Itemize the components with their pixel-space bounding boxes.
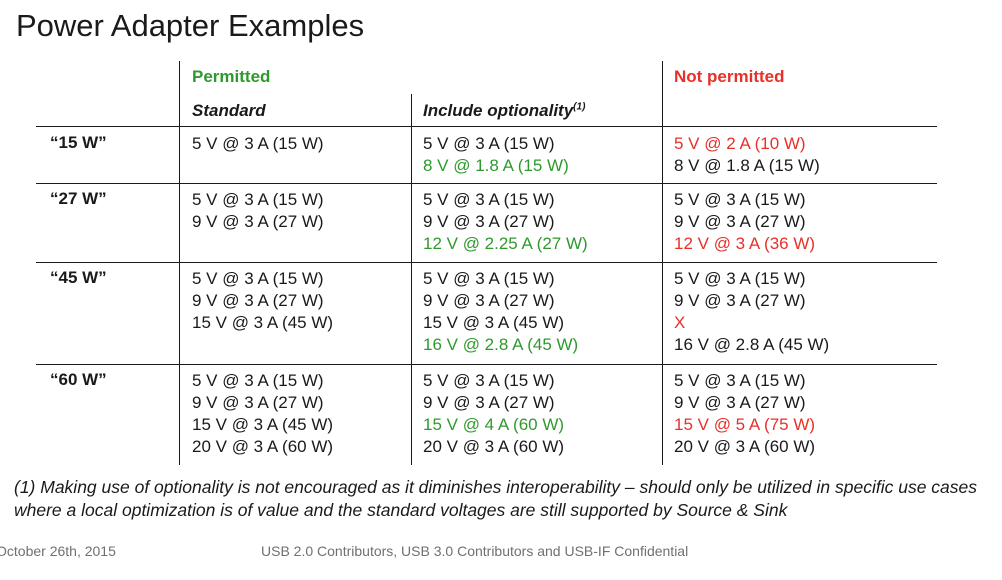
voltage-entry: 5 V @ 3 A (15 W) (192, 190, 324, 209)
optional-cell: 5 V @ 3 A (15 W) 8 V @ 1.8 A (15 W) (423, 133, 653, 177)
voltage-entry: 9 V @ 3 A (27 W) (192, 393, 324, 412)
voltage-entry: 5 V @ 2 A (10 W) (674, 134, 806, 153)
row-label: “27 W” (50, 189, 107, 208)
voltage-entry: 9 V @ 3 A (27 W) (423, 291, 555, 310)
voltage-entry: 5 V @ 3 A (15 W) (192, 371, 324, 390)
row-label: “15 W” (50, 133, 107, 152)
voltage-entry: 5 V @ 3 A (15 W) (674, 371, 806, 390)
voltage-entry: 16 V @ 2.8 A (45 W) (674, 335, 830, 354)
footnote: (1) Making use of optionality is not enc… (14, 477, 978, 520)
footer-date: October 26th, 2015 (0, 543, 116, 559)
header-rule (36, 126, 937, 127)
voltage-entry: 5 V @ 3 A (15 W) (674, 269, 806, 288)
not-permitted-cell: 5 V @ 3 A (15 W) 9 V @ 3 A (27 W) 15 V @ 5… (674, 370, 904, 458)
voltage-entry: 12 V @ 3 A (36 W) (674, 234, 816, 253)
optional-cell: 5 V @ 3 A (15 W) 9 V @ 3 A (27 W) 12 V @ 2… (423, 189, 653, 255)
voltage-entry: 5 V @ 3 A (15 W) (423, 134, 555, 153)
voltage-entry: 9 V @ 3 A (27 W) (192, 212, 324, 231)
voltage-entry: 15 V @ 5 A (75 W) (674, 415, 816, 434)
not-permitted-header: Not permitted (674, 67, 785, 86)
divider-label-column (179, 61, 180, 465)
voltage-entry: 5 V @ 3 A (15 W) (423, 269, 555, 288)
row-divider (36, 262, 937, 263)
voltage-entry: 8 V @ 1.8 A (15 W) (674, 156, 820, 175)
voltage-entry: 9 V @ 3 A (27 W) (192, 291, 324, 310)
not-permitted-cell: 5 V @ 2 A (10 W) 8 V @ 1.8 A (15 W) (674, 133, 904, 177)
voltage-entry: 9 V @ 3 A (27 W) (674, 393, 806, 412)
divider-optional-column (662, 61, 663, 465)
voltage-entry: 9 V @ 3 A (27 W) (674, 291, 806, 310)
not-permitted-cell: 5 V @ 3 A (15 W) 9 V @ 3 A (27 W) 12 V @ 3… (674, 189, 904, 255)
divider-standard-column (411, 94, 412, 465)
standard-cell: 5 V @ 3 A (15 W) (192, 133, 422, 155)
row-divider (36, 183, 937, 184)
permitted-header: Permitted (192, 67, 271, 86)
voltage-entry: 20 V @ 3 A (60 W) (423, 437, 565, 456)
voltage-entry: X (674, 313, 686, 332)
standard-cell: 5 V @ 3 A (15 W) 9 V @ 3 A (27 W) (192, 189, 422, 233)
footnote-marker: (1) (573, 101, 586, 113)
voltage-entry: 9 V @ 3 A (27 W) (423, 393, 555, 412)
voltage-entry: 15 V @ 4 A (60 W) (423, 415, 565, 434)
voltage-entry: 8 V @ 1.8 A (15 W) (423, 156, 569, 175)
optional-cell: 5 V @ 3 A (15 W) 9 V @ 3 A (27 W) 15 V @ 4… (423, 370, 653, 458)
voltage-entry: 15 V @ 3 A (45 W) (423, 313, 565, 332)
voltage-entry: 5 V @ 3 A (15 W) (423, 371, 555, 390)
standard-header: Standard (192, 101, 266, 120)
voltage-entry: 5 V @ 3 A (15 W) (192, 269, 324, 288)
voltage-entry: 5 V @ 3 A (15 W) (423, 190, 555, 209)
optional-cell: 5 V @ 3 A (15 W) 9 V @ 3 A (27 W) 15 V @ 3… (423, 268, 653, 356)
voltage-entry: 5 V @ 3 A (15 W) (192, 134, 324, 153)
footer-confidential: USB 2.0 Contributors, USB 3.0 Contributo… (261, 543, 689, 559)
include-optionality-header: Include optionality(1) (423, 101, 586, 120)
voltage-entry: 9 V @ 3 A (27 W) (423, 212, 555, 231)
standard-cell: 5 V @ 3 A (15 W) 9 V @ 3 A (27 W) 15 V @ 3… (192, 268, 422, 334)
voltage-entry: 5 V @ 3 A (15 W) (674, 190, 806, 209)
voltage-entry: 20 V @ 3 A (60 W) (674, 437, 816, 456)
not-permitted-cell: 5 V @ 3 A (15 W) 9 V @ 3 A (27 W) X 16 V @ … (674, 268, 904, 356)
row-divider (36, 364, 937, 365)
row-label: “45 W” (50, 268, 107, 287)
page-title: Power Adapter Examples (16, 8, 365, 43)
voltage-entry: 12 V @ 2.25 A (27 W) (423, 234, 588, 253)
voltage-entry: 20 V @ 3 A (60 W) (192, 437, 334, 456)
standard-cell: 5 V @ 3 A (15 W) 9 V @ 3 A (27 W) 15 V @ 3… (192, 370, 422, 458)
voltage-entry: 9 V @ 3 A (27 W) (674, 212, 806, 231)
voltage-entry: 15 V @ 3 A (45 W) (192, 313, 334, 332)
voltage-entry: 16 V @ 2.8 A (45 W) (423, 335, 579, 354)
voltage-entry: 15 V @ 3 A (45 W) (192, 415, 334, 434)
row-label: “60 W” (50, 370, 107, 389)
